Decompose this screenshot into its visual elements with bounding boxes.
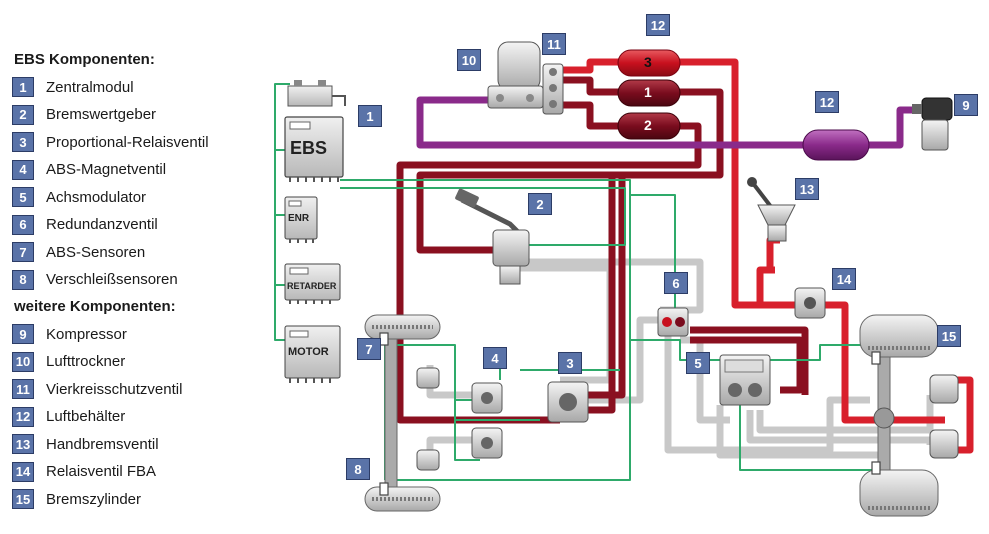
- tank-label-3: 3: [644, 54, 652, 70]
- legend-number-badge: 10: [12, 351, 34, 372]
- tank-label-2: 2: [644, 117, 652, 133]
- callout-14: 14: [832, 268, 856, 290]
- callout-2: 2: [528, 193, 552, 215]
- legend-number-badge: 15: [12, 489, 34, 509]
- legend-label: Proportional-Relaisventil: [46, 133, 209, 151]
- legend-label: ABS-Magnetventil: [46, 161, 167, 178]
- legend-item-ebs-3: 3 Proportional-Relaisventil: [12, 132, 262, 152]
- legend-heading-more: weitere Komponenten:: [14, 298, 176, 315]
- legend-number-badge: 7: [12, 242, 34, 262]
- legend-number-badge: 12: [12, 406, 34, 427]
- legend-number-badge: 8: [12, 269, 34, 290]
- module-label-ebs: EBS: [290, 138, 328, 158]
- legend-label: Handbremsventil: [46, 435, 159, 453]
- legend-item-ebs-6: 6 Redundanzventil: [12, 214, 262, 235]
- air-dryer: [487, 41, 544, 109]
- legend-number-badge: 13: [12, 434, 34, 454]
- tank-label-1: 1: [644, 84, 652, 100]
- motor-module: [284, 325, 341, 383]
- callout-3: 3: [558, 352, 582, 374]
- legend-item-more-11: 11 Vierkreisschutzventil: [12, 379, 262, 399]
- legend-label: Relaisventil FBA: [46, 463, 157, 480]
- tank-2: [617, 112, 681, 140]
- callout-12-top: 12: [646, 14, 670, 36]
- abs-valve-lower: [471, 427, 503, 459]
- enr-module: [284, 196, 318, 243]
- legend-label: Verschleißsensoren: [46, 271, 178, 288]
- redundancy-valve: [657, 307, 689, 337]
- abs-valve-upper: [471, 382, 503, 414]
- callout-11: 11: [542, 33, 566, 55]
- proportional-relay-valve: [547, 381, 589, 423]
- four-circuit-valve: [542, 63, 564, 115]
- legend-label: ABS-Sensoren: [46, 243, 146, 261]
- dark-red-pipes: [396, 76, 809, 424]
- legend-item-more-10: 10 Lufttrockner: [12, 351, 262, 372]
- callout-6: 6: [664, 272, 688, 294]
- axle-modulator: [719, 354, 771, 406]
- callout-13: 13: [795, 178, 819, 200]
- legend-item-more-12: 12 Luftbehälter: [12, 406, 262, 427]
- legend-item-ebs-7: 7 ABS-Sensoren: [12, 242, 262, 262]
- legend-number-badge: 1: [12, 77, 34, 97]
- legend-item-more-14: 14 Relaisventil FBA: [12, 461, 262, 482]
- legend-item-ebs-2: 2 Bremswertgeber: [12, 104, 262, 125]
- legend-number-badge: 4: [12, 159, 34, 180]
- legend-heading-ebs: EBS Komponenten:: [14, 51, 155, 68]
- legend-label: Vierkreisschutzventil: [46, 380, 183, 398]
- relay-valve: [794, 287, 826, 319]
- legend-label: Bremszylinder: [46, 490, 142, 508]
- brake-pedal-sensor: [455, 188, 530, 285]
- callout-15: 15: [937, 325, 961, 347]
- legend-item-more-13: 13 Handbremsventil: [12, 434, 262, 454]
- legend: EBS Komponenten: 1 Zentralmodul 2 Bremswert…: [12, 50, 262, 517]
- rear-axle: [859, 314, 959, 517]
- legend-label: Bremswertgeber: [46, 106, 157, 123]
- legend-label: Kompressor: [46, 325, 127, 343]
- ebs-module: [284, 116, 344, 182]
- tank-1: [617, 79, 681, 107]
- callout-4: 4: [483, 347, 507, 369]
- callout-1: 1: [358, 105, 382, 127]
- legend-number-badge: 9: [12, 324, 34, 344]
- battery-module: [287, 80, 346, 107]
- hand-brake-valve: [747, 177, 796, 242]
- compressor: [912, 97, 953, 151]
- callout-10: 10: [457, 49, 481, 71]
- callout-5: 5: [686, 352, 710, 374]
- legend-label: Luftbehälter: [46, 408, 126, 425]
- callout-8: 8: [346, 458, 370, 480]
- legend-number-badge: 11: [12, 379, 34, 399]
- purple-tank: [802, 129, 870, 161]
- legend-label: Lufttrockner: [46, 353, 126, 370]
- legend-number-badge: 2: [12, 104, 34, 125]
- module-label-motor: MOTOR: [288, 346, 329, 358]
- legend-item-ebs-5: 5 Achsmodulator: [12, 187, 262, 207]
- front-axle: [364, 314, 441, 512]
- legend-item-more-9: 9 Kompressor: [12, 324, 262, 344]
- legend-item-ebs-8: 8 Verschleißsensoren: [12, 269, 262, 290]
- legend-item-ebs-4: 4 ABS-Magnetventil: [12, 159, 262, 180]
- retarder-module: [284, 263, 341, 304]
- legend-label: Zentralmodul: [46, 78, 134, 96]
- legend-number-badge: 14: [12, 461, 34, 482]
- callout-7: 7: [357, 338, 381, 360]
- callout-9: 9: [954, 94, 978, 116]
- legend-label: Redundanzventil: [46, 216, 158, 233]
- module-label-retarder: RETARDER: [287, 281, 337, 291]
- legend-item-more-15: 15 Bremszylinder: [12, 489, 262, 509]
- legend-number-badge: 5: [12, 187, 34, 207]
- legend-item-ebs-1: 1 Zentralmodul: [12, 77, 262, 97]
- callout-12-right: 12: [815, 91, 839, 113]
- module-label-enr: ENR: [288, 213, 310, 224]
- legend-number-badge: 6: [12, 214, 34, 235]
- legend-label: Achsmodulator: [46, 188, 147, 206]
- tank-3: [617, 49, 681, 77]
- legend-number-badge: 3: [12, 132, 34, 152]
